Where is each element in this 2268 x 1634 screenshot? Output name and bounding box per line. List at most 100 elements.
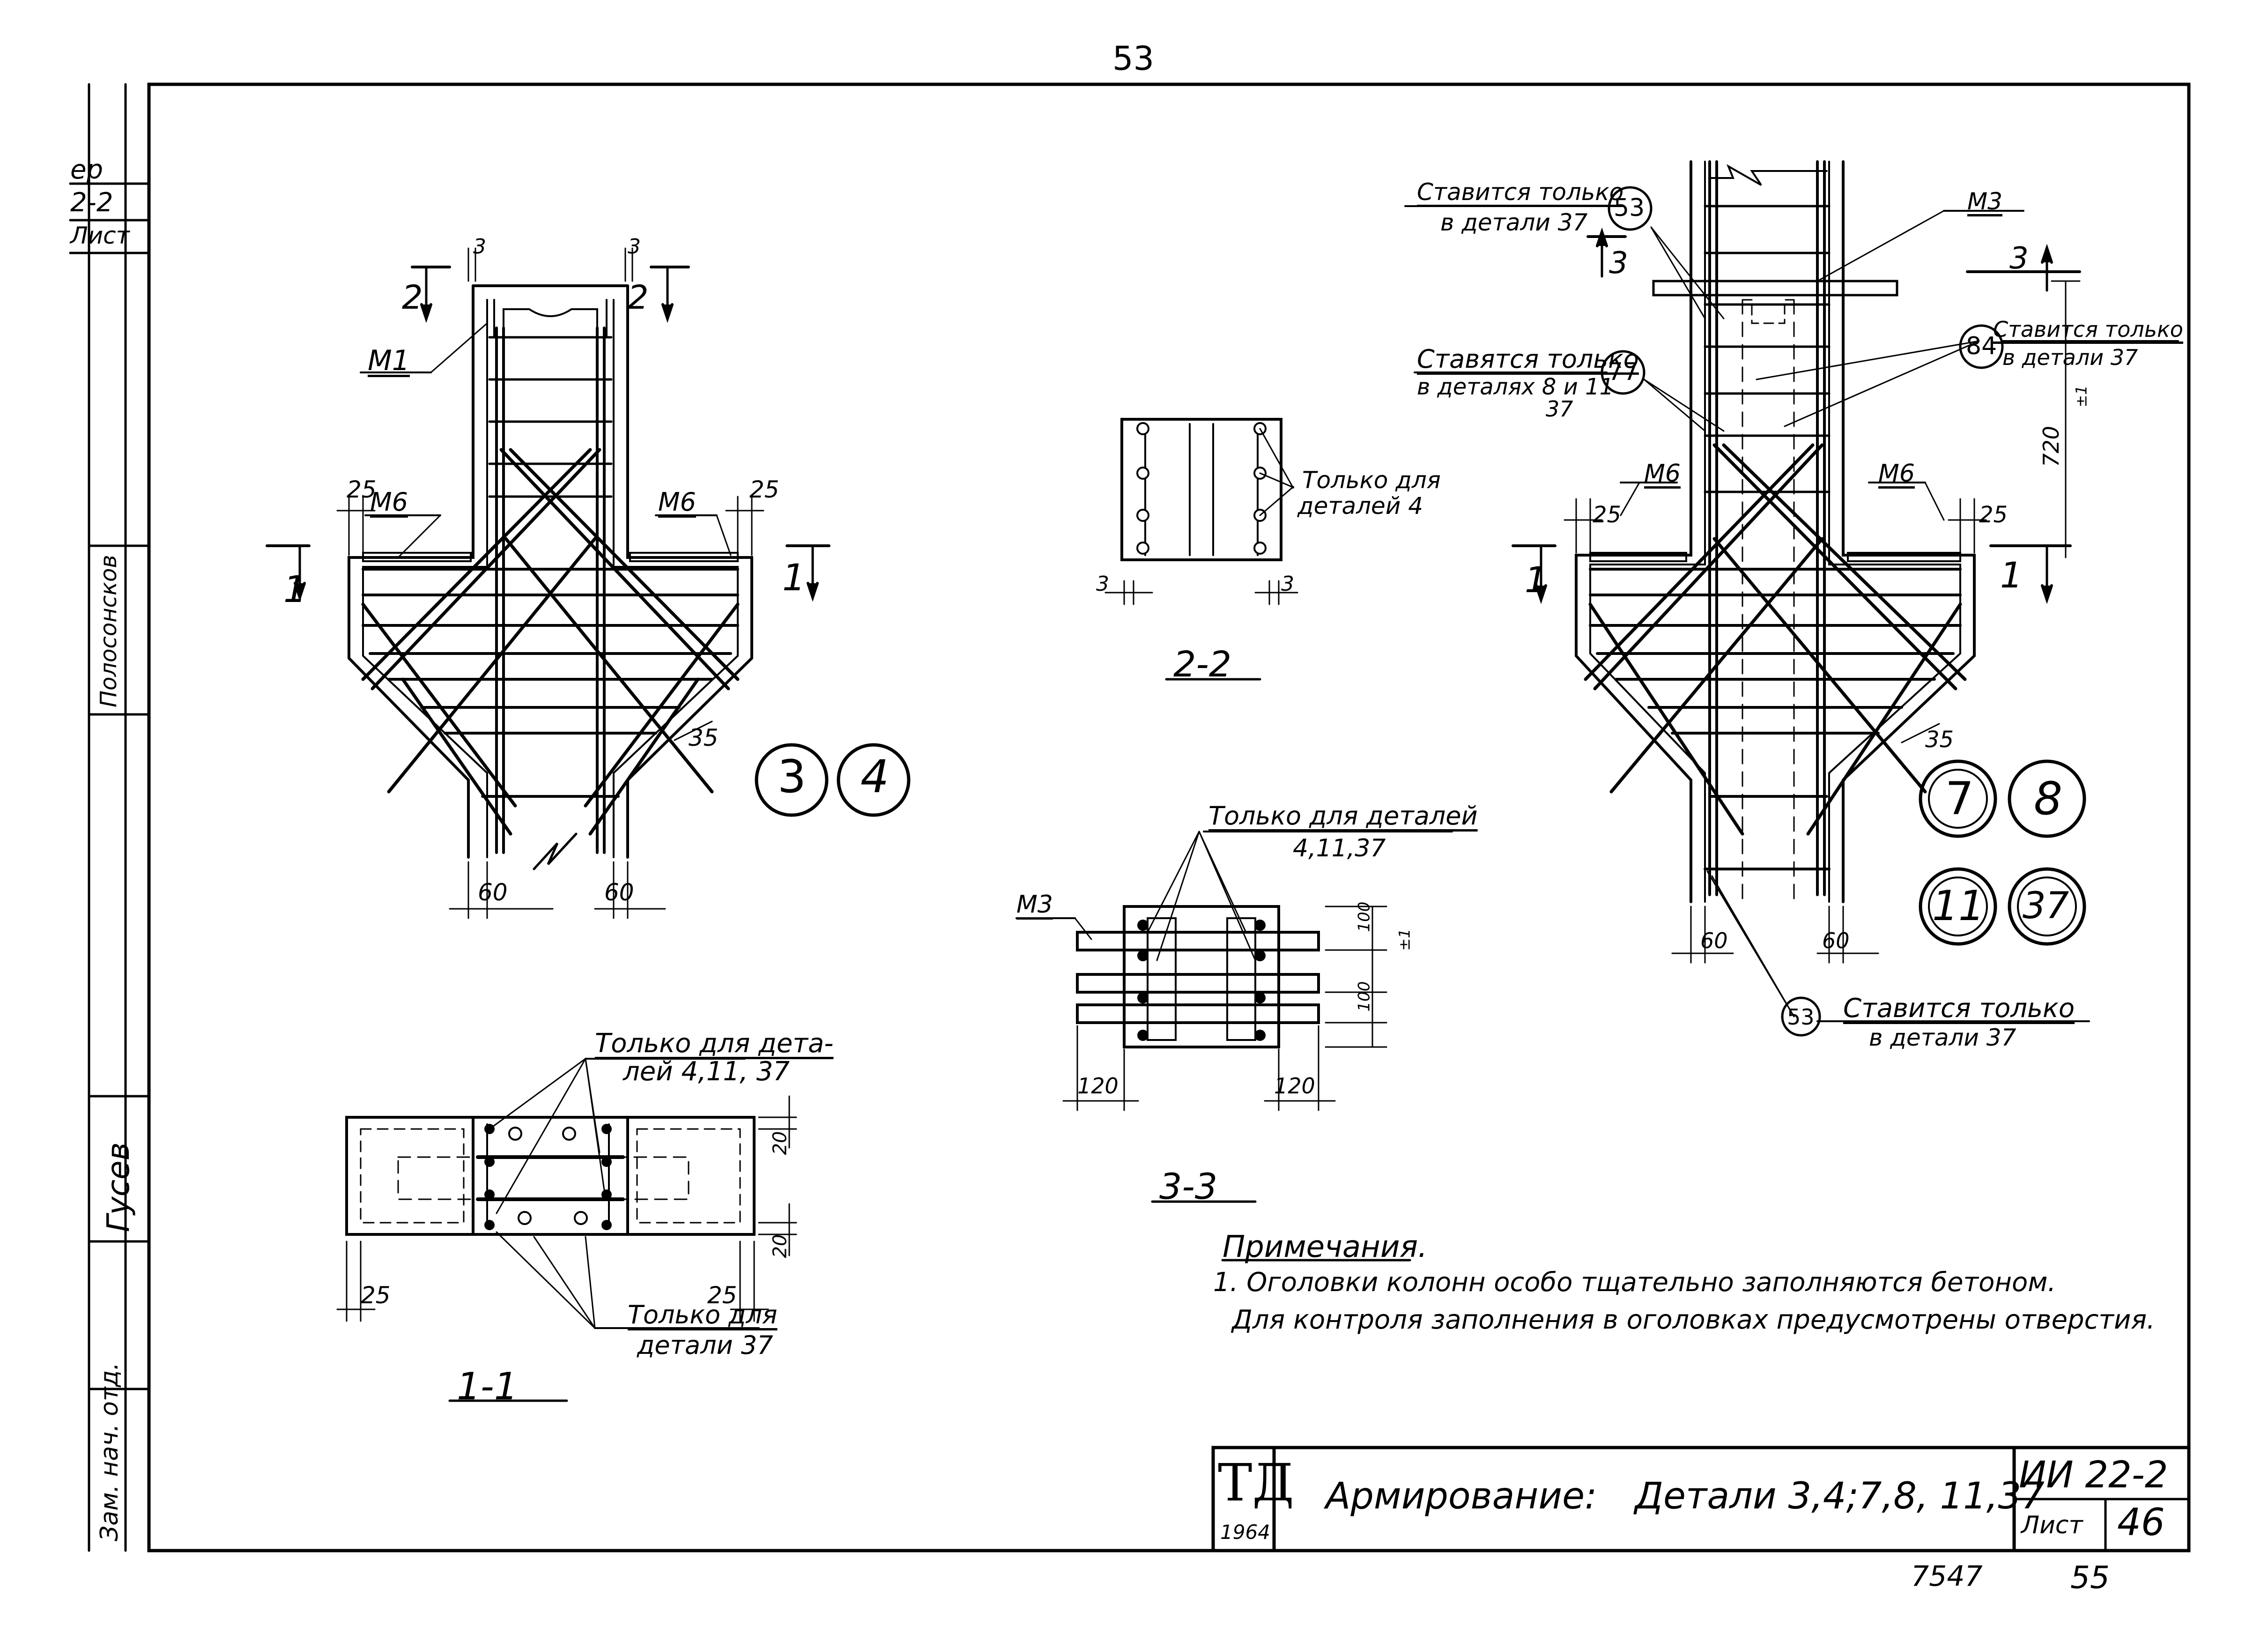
badge-7: 7 (1945, 772, 1974, 825)
label-m6-left-b: М6 (658, 487, 696, 517)
r-level: ±1 (2072, 385, 2090, 408)
badge-8: 8 (2034, 772, 2063, 825)
notes-heading: Примечания. (1223, 1230, 1428, 1264)
r-note77-line3: 37 (1546, 396, 1573, 422)
left-dim-35: 35 (689, 724, 719, 751)
label-m1: М1 (368, 344, 410, 377)
right-detail-badges (1919, 759, 2086, 946)
right-column-detail (1404, 160, 2179, 1022)
s11-dim-20b: 20 (769, 1234, 791, 1258)
title-left: Армирование: (1326, 1475, 1597, 1517)
notes-line-2: Для контроля заполнения в оголовках пред… (1232, 1305, 2155, 1335)
s11-note-top-line1: Только для дета- (595, 1028, 834, 1059)
r-label-m6-b: М6 (1878, 460, 1915, 488)
callout-53-bottom: 53 (1787, 1004, 1815, 1030)
callout-77: 77 (1608, 358, 1639, 386)
label-m6-left-a: М6 (370, 487, 408, 517)
s22-title: 2-2 (1173, 643, 1232, 685)
r-note84-line2: в детали 37 (2002, 345, 2138, 370)
badge-37: 37 (2023, 885, 2069, 927)
badge-4: 4 (860, 750, 889, 803)
sheet-label: Лист (2021, 1511, 2083, 1539)
section-1-1-drawing (336, 1058, 797, 1329)
s11-note-bottom-line2: детали 37 (637, 1330, 773, 1360)
r-label-m3: М3 (1967, 188, 2002, 215)
left-dim-25a: 25 (347, 476, 377, 503)
s33-label-m3: М3 (1016, 891, 1053, 919)
s11-dim-20a: 20 (769, 1131, 791, 1155)
r-note77-line1: Ставятся только (1417, 344, 1639, 374)
bottom-number-left: 7547 (1911, 1560, 1983, 1593)
r-marker-3a: 3 (1609, 246, 1628, 281)
left-dim-60a: 60 (478, 879, 508, 906)
r-dim-60b: 60 (1822, 928, 1850, 953)
r-dim-25a: 25 (1593, 502, 1622, 528)
left-marker-2a: 2 (402, 278, 423, 317)
title-right: Детали 3,4;7,8, 11,37 (1635, 1475, 2045, 1517)
left-dim-3b: 3 (628, 235, 641, 259)
r-marker-3b: 3 (2009, 241, 2029, 276)
left-column-detail (266, 247, 830, 919)
strip-row-2: 2-2 (70, 187, 113, 218)
left-marker-1b: 1 (782, 557, 806, 599)
left-dim-25b: 25 (749, 476, 779, 503)
strip-row-1: ер (70, 155, 103, 185)
sheet-frame (69, 82, 2191, 1552)
s33-dim-100b: 100 (1355, 981, 1374, 1012)
strip-vertical-3: Полосонсков (96, 555, 122, 707)
r-dim-25b: 25 (1979, 502, 2008, 528)
r-bottom-note-line2: в детали 37 (1869, 1024, 2016, 1051)
badge-3: 3 (778, 750, 807, 803)
r-marker-1a: 1 (1525, 559, 1548, 601)
s11-dim-25a: 25 (361, 1282, 391, 1309)
s33-dim-120a: 120 (1077, 1073, 1119, 1099)
r-dim-60a: 60 (1700, 928, 1728, 953)
bottom-number-right: 55 (2070, 1560, 2110, 1596)
s22-dim-3b: 3 (1281, 572, 1294, 596)
s33-title: 3-3 (1159, 1166, 1218, 1207)
s33-note-line2: 4,11,37 (1293, 834, 1386, 862)
left-marker-2b: 2 (628, 278, 649, 317)
s22-note-line2: деталей 4 (1297, 492, 1423, 520)
section-2-2-drawing (1104, 418, 1298, 605)
doc-code: ИИ 22-2 (2019, 1454, 2168, 1496)
r-marker-1b: 1 (2000, 554, 2023, 596)
left-marker-1a: 1 (283, 569, 307, 611)
org-year: 1964 (1220, 1521, 1270, 1544)
strip-vertical-1: Зам. нач. отд. (96, 1362, 124, 1541)
r-bottom-note-line1: Ставится только (1843, 993, 2075, 1024)
r-dim-35: 35 (1925, 727, 1954, 753)
s22-dim-3a: 3 (1096, 572, 1109, 596)
badge-11: 11 (1932, 882, 1985, 930)
r-note53-line1: Ставится только (1417, 178, 1624, 206)
notes-line-1: 1. Оголовки колонн особо тщательно запол… (1213, 1267, 2056, 1298)
strip-row-3: Лист (70, 222, 130, 249)
r-note53-line2: в детали 37 (1440, 209, 1588, 236)
r-note84-line1: Ставится только (1993, 317, 2183, 342)
callout-53-top: 53 (1614, 194, 1645, 222)
r-note77-line2: в деталях 8 и 11 (1417, 374, 1614, 400)
left-dim-3a: 3 (473, 235, 486, 259)
s33-dim-100a: 100 (1355, 901, 1374, 932)
s22-note-line1: Только для (1302, 467, 1441, 494)
s11-dim-25b: 25 (707, 1282, 737, 1309)
org-logo: ТД (1218, 1453, 1294, 1513)
s33-note-line1: Только для деталей (1208, 801, 1478, 831)
strip-vertical-2: Гусев (100, 1142, 136, 1232)
section-3-3-drawing (1015, 831, 1453, 1111)
s33-dim-120b: 120 (1274, 1073, 1315, 1099)
s11-title: 1-1 (457, 1365, 518, 1408)
r-dim-720: 720 (2038, 426, 2064, 467)
s33-level: ±1 (1395, 928, 1414, 951)
section-title-underlines (448, 678, 1411, 1402)
left-dim-60b: 60 (604, 879, 634, 906)
left-detail-badges (755, 743, 911, 817)
sheet-no: 46 (2117, 1500, 2165, 1544)
callout-84: 84 (1966, 332, 1997, 360)
sheet-number-top: 53 (1112, 39, 1155, 78)
s11-note-top-line2: лей 4,11, 37 (623, 1056, 790, 1087)
r-label-m6-a: М6 (1644, 460, 1681, 488)
s11-note-bottom-line1: Только для (628, 1300, 778, 1329)
